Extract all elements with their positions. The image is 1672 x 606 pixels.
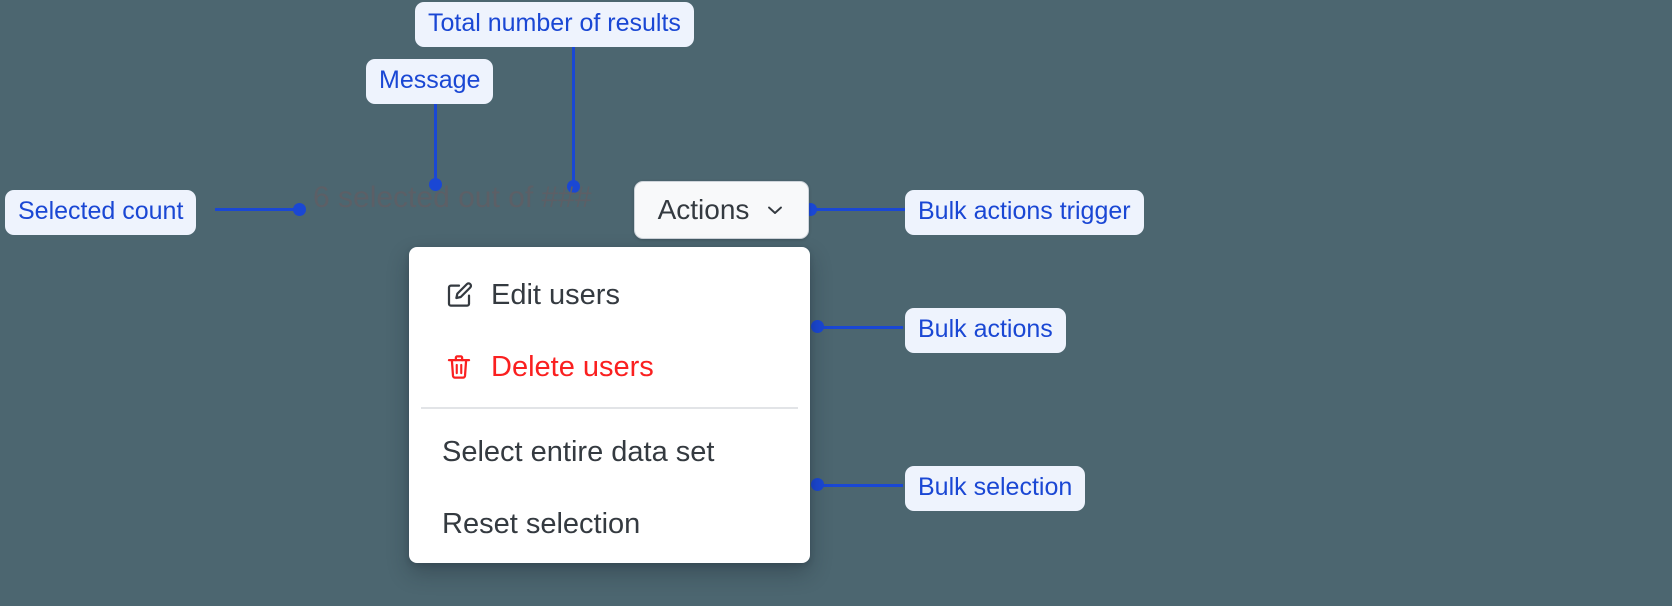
menu-divider — [421, 407, 798, 409]
selection-count-message: 6 selected out of ### — [313, 181, 592, 214]
menu-item-select-entire-data-set[interactable]: Select entire data set — [409, 416, 810, 488]
annotation-message: Message — [366, 59, 494, 104]
trash-icon — [442, 350, 476, 384]
bulk-actions-dropdown-menu: Edit users Delete users Select entire da… — [409, 247, 810, 563]
annotation-selected-count: Selected count — [5, 190, 197, 235]
menu-item-label: Reset selection — [442, 507, 641, 540]
menu-item-label: Delete users — [491, 350, 654, 383]
actions-button-label: Actions — [657, 194, 750, 225]
connector-dot-total-results — [567, 180, 580, 193]
connector-line-total-results — [572, 42, 575, 187]
connector-dot-bulk-selection — [811, 478, 824, 491]
annotation-bulk-selection: Bulk selection — [905, 466, 1086, 511]
annotation-total-results: Total number of results — [415, 2, 694, 47]
edit-pencil-icon — [442, 278, 476, 312]
bulk-actions-trigger-button[interactable]: Actions — [634, 181, 809, 239]
menu-item-delete-users[interactable]: Delete users — [409, 331, 810, 403]
menu-item-label: Edit users — [491, 278, 620, 311]
connector-line-message — [434, 96, 437, 184]
connector-dot-bulk-actions — [811, 320, 824, 333]
menu-item-label: Select entire data set — [442, 435, 715, 468]
connector-dot-selected-count — [293, 203, 306, 216]
connector-dot-message — [429, 178, 442, 191]
annotation-bulk-actions: Bulk actions — [905, 308, 1066, 353]
annotation-bulk-actions-trigger: Bulk actions trigger — [905, 190, 1144, 235]
connector-line-bulk-actions — [818, 326, 903, 329]
chevron-down-icon — [765, 200, 785, 220]
connector-line-selected-count — [215, 208, 300, 211]
menu-item-reset-selection[interactable]: Reset selection — [409, 488, 810, 560]
menu-item-edit-users[interactable]: Edit users — [409, 259, 810, 331]
connector-line-bulk-actions-trigger — [811, 208, 906, 211]
connector-line-bulk-selection — [818, 484, 903, 487]
